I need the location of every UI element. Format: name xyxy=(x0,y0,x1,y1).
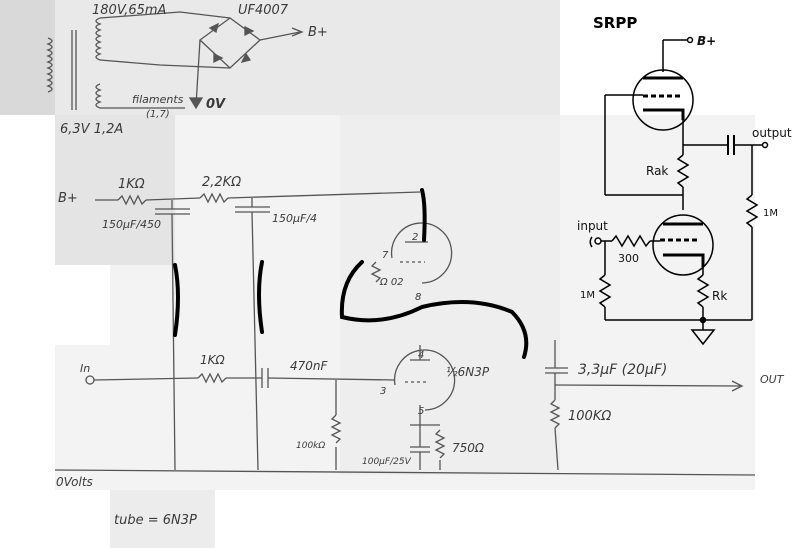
srpp-labels: SRPP B+ Rak output 1M input 300 1M Rk xyxy=(577,14,792,303)
transformer-secondary-coil xyxy=(95,17,102,61)
pin-lower-cathode: 5 xyxy=(418,406,424,417)
srpp-300-resistor xyxy=(611,234,651,248)
marker-wire-cap1 xyxy=(173,263,180,337)
ground-rail xyxy=(54,469,756,476)
srpp-left-1m-resistor xyxy=(598,274,612,308)
srpp-rk-resistor xyxy=(696,274,710,308)
srpp-lower-triode xyxy=(652,214,714,276)
srpp-input-label: input xyxy=(577,219,608,233)
output-resistor xyxy=(549,399,561,429)
transformer-filament-coil xyxy=(95,83,102,109)
srpp-ground-symbol xyxy=(690,329,716,346)
tube-half-label: ½6N3P xyxy=(446,365,490,379)
srpp-rak-resistor xyxy=(676,154,690,188)
lower-triode xyxy=(393,349,456,411)
cathode-cap-label: 100µF/25V xyxy=(362,457,412,467)
srpp-upper-triode xyxy=(632,69,694,131)
grid-resistor xyxy=(330,414,342,444)
filter-resistor-1 xyxy=(117,194,147,206)
filter-r2-label: 2,2KΩ xyxy=(202,175,241,190)
input-label: In xyxy=(80,362,90,375)
hand-schematic-labels: B+ 1KΩ 2,2KΩ 150µF/450 150µF/4 In 1KΩ 47… xyxy=(56,175,785,528)
marker-wire-plate xyxy=(420,188,427,242)
marker-wire-cap2 xyxy=(257,260,264,334)
srpp-output-label: output xyxy=(752,126,792,140)
pin-upper-grid: 7 xyxy=(382,250,389,261)
middle-resistor-label: Ω 02 xyxy=(379,277,404,288)
cathode-resistor xyxy=(434,429,446,459)
pin-upper-cathode: 8 xyxy=(415,292,421,303)
coupling-cap-label: 470nF xyxy=(290,359,329,373)
srpp-title: SRPP xyxy=(593,14,637,32)
grid-resistor-label: 100kΩ xyxy=(296,441,325,451)
bplus-out-label: B+ xyxy=(308,25,328,40)
zero-volt-ground-arrow xyxy=(188,97,204,110)
filter-bplus-label: B+ xyxy=(58,191,78,206)
transformer-primary-coil xyxy=(46,37,53,93)
middle-resistor xyxy=(370,261,382,283)
filter-sketch xyxy=(54,191,756,476)
power-supply-sketch xyxy=(46,11,304,110)
filter-resistor-2 xyxy=(199,192,229,204)
srpp-output-terminal xyxy=(761,141,769,149)
transformer-rating-label: 180V,65mA xyxy=(92,3,166,18)
filter-c1-label: 150µF/450 xyxy=(102,218,161,231)
input-resistor-label: 1KΩ xyxy=(200,353,226,367)
srpp-bplus-terminal xyxy=(686,36,694,44)
zero-volt-label: 0V xyxy=(206,97,226,112)
srpp-rk-label: Rk xyxy=(712,289,727,303)
output-resistor-label: 100KΩ xyxy=(568,409,611,424)
power-supply-labels: 180V,65mA UF4007 B+ filaments (1,7) 6,3V… xyxy=(60,3,328,137)
input-resistor xyxy=(197,372,227,384)
output-label: OUT xyxy=(760,373,785,386)
pin-lower-grid: 3 xyxy=(380,386,386,397)
filter-r1-label: 1KΩ xyxy=(118,177,145,192)
srpp-300-label: 300 xyxy=(618,252,639,265)
filter-c2-label: 150µF/4 xyxy=(272,212,317,225)
tube-note: tube = 6N3P xyxy=(114,513,197,528)
srpp-left-1m-label: 1M xyxy=(580,290,595,301)
srpp-right-1m-label: 1M xyxy=(763,208,778,219)
output-cap-label: 3,3µF (20µF) xyxy=(578,362,667,378)
srpp-rak-label: Rak xyxy=(646,164,668,178)
marker-wires xyxy=(173,188,529,359)
filaments-pins-label: (1,7) xyxy=(146,109,170,120)
pin-lower-plate: 4 xyxy=(418,350,424,361)
upper-triode xyxy=(390,222,453,284)
marker-wire-loop xyxy=(339,260,529,359)
srpp-input-terminal xyxy=(594,237,602,245)
srpp-right-1m-resistor xyxy=(745,194,759,228)
srpp-diagram xyxy=(589,36,769,346)
cathode-resistor-label: 750Ω xyxy=(452,441,485,455)
heater-rating-label: 6,3V 1,2A xyxy=(60,122,123,137)
srpp-bplus-label: B+ xyxy=(697,34,716,48)
filaments-label: filaments xyxy=(132,93,184,106)
pin-upper-plate: 2 xyxy=(412,232,418,243)
rectifier-label: UF4007 xyxy=(238,3,289,18)
ground-label: 0Volts xyxy=(56,475,93,489)
